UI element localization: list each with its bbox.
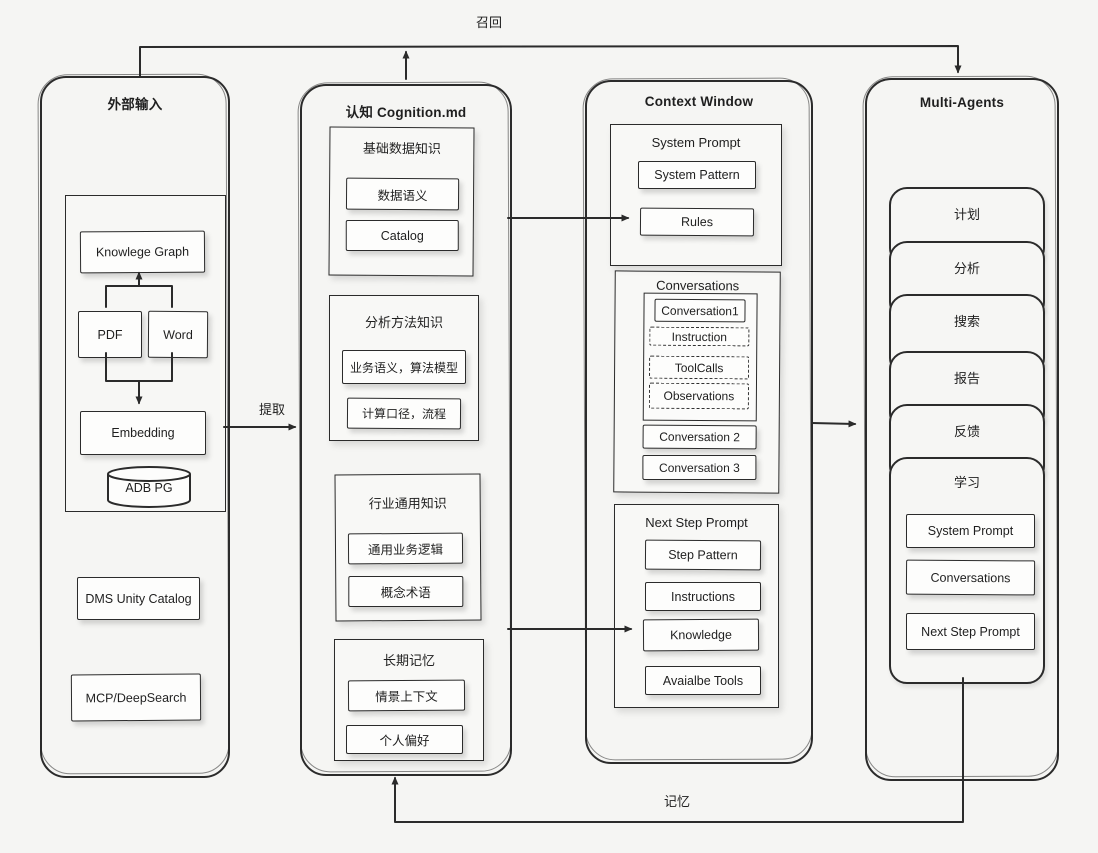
group-long-term-memory: 长期记忆 情景上下文 个人偏好 (334, 639, 484, 761)
node-agent-conversations: Conversations (905, 559, 1036, 596)
node-concept-terms: 概念术语 (348, 576, 464, 608)
ingestion-frame: Knowlege Graph PDF Word Embedding ADB PG (65, 195, 226, 512)
extract-flow-label: 提取 (259, 402, 286, 417)
node-data-semantics: 数据语义 (345, 177, 460, 211)
external-input-panel: 外部输入 Knowlege Graph PDF Word Embedding A… (40, 76, 230, 778)
node-adb-pg-label: ADB PG (125, 481, 173, 495)
recall-flow-label: 召回 (476, 15, 503, 30)
group-title: 长期记忆 (382, 653, 435, 668)
external-input-title: 外部输入 (107, 97, 163, 112)
group-title: Next Step Prompt (645, 515, 748, 530)
node-catalog: Catalog (345, 220, 459, 252)
node-toolcalls: ToolCalls (649, 355, 750, 380)
node-common-business-logic: 通用业务逻辑 (347, 532, 464, 565)
node-calculation-caliber-process: 计算口径，流程 (346, 397, 462, 430)
group-industry-common-knowledge: 行业通用知识 通用业务逻辑 概念术语 (334, 473, 482, 622)
database-cylinder-icon (107, 466, 191, 508)
node-available-tools: Avaialbe Tools (645, 666, 761, 695)
node-business-semantics-algorithm: 业务语义，算法模型 (342, 350, 466, 384)
node-conversation1: Conversation1 (654, 298, 746, 323)
group-next-step-prompt: Next Step Prompt Step Pattern Instructio… (614, 504, 779, 708)
multi-agents-title: Multi-Agents (919, 95, 1005, 110)
node-dms-unity-catalog: DMS Unity Catalog (77, 577, 200, 620)
node-step-pattern: Step Pattern (644, 539, 762, 571)
agent-label: 分析 (953, 261, 980, 276)
node-personal-preference: 个人偏好 (346, 725, 463, 754)
node-knowledge: Knowledge (642, 618, 760, 652)
node-adb-pg: ADB PG (105, 465, 193, 509)
cognition-panel: 认知 Cognition.md 基础数据知识 数据语义 Catalog 分析方法… (300, 84, 512, 776)
group-title: System Prompt (651, 135, 741, 150)
node-system-pattern: System Pattern (638, 161, 756, 189)
context-window-panel: Context Window System Prompt System Patt… (585, 80, 813, 764)
node-mcp-deepsearch: MCP/DeepSearch (70, 673, 202, 722)
recall-line (139, 45, 962, 77)
node-observations: Observations (648, 382, 749, 410)
cognition-title: 认知 Cognition.md (345, 105, 467, 120)
agent-label: 搜索 (953, 314, 980, 329)
group-system-prompt: System Prompt System Pattern Rules (610, 124, 782, 266)
node-word: Word (147, 310, 209, 359)
node-pdf: PDF (78, 311, 142, 358)
node-rules: Rules (639, 207, 755, 237)
group-title: 行业通用知识 (368, 495, 447, 512)
node-agent-next-step-prompt: Next Step Prompt (906, 613, 1035, 650)
agent-card-learning: 学习 System Prompt Conversations Next Step… (889, 457, 1045, 684)
node-conversation-2: Conversation 2 (642, 424, 757, 450)
node-agent-system-prompt: System Prompt (906, 514, 1035, 548)
group-title: 基础数据知识 (362, 140, 441, 157)
context-to-agents-arrow (811, 420, 857, 428)
agent-label: 反馈 (953, 424, 980, 439)
node-situational-context: 情景上下文 (347, 679, 466, 712)
conversation-block: Conversation1 Instruction ToolCalls Obse… (642, 292, 758, 422)
context-window-title: Context Window (644, 94, 754, 109)
node-conversation-3: Conversation 3 (642, 455, 757, 481)
group-basic-data-knowledge: 基础数据知识 数据语义 Catalog (328, 126, 475, 277)
node-instructions: Instructions (645, 582, 761, 611)
group-title: 分析方法知识 (364, 315, 443, 330)
group-analysis-method-knowledge: 分析方法知识 业务语义，算法模型 计算口径，流程 (329, 295, 479, 441)
multi-agents-panel: Multi-Agents 计划 分析 搜索 报告 反馈 学习 System Pr… (865, 78, 1059, 781)
agent-label: 报告 (953, 371, 980, 386)
group-title: Conversations (656, 277, 740, 294)
node-embedding: Embedding (80, 411, 206, 455)
node-instruction: Instruction (649, 326, 750, 347)
agent-label: 学习 (953, 475, 980, 490)
node-knowledge-graph: Knowlege Graph (79, 230, 206, 274)
memory-flow-label: 记忆 (664, 794, 691, 809)
group-conversations: Conversations Conversation1 Instruction … (613, 270, 781, 494)
agent-label: 计划 (953, 207, 980, 222)
